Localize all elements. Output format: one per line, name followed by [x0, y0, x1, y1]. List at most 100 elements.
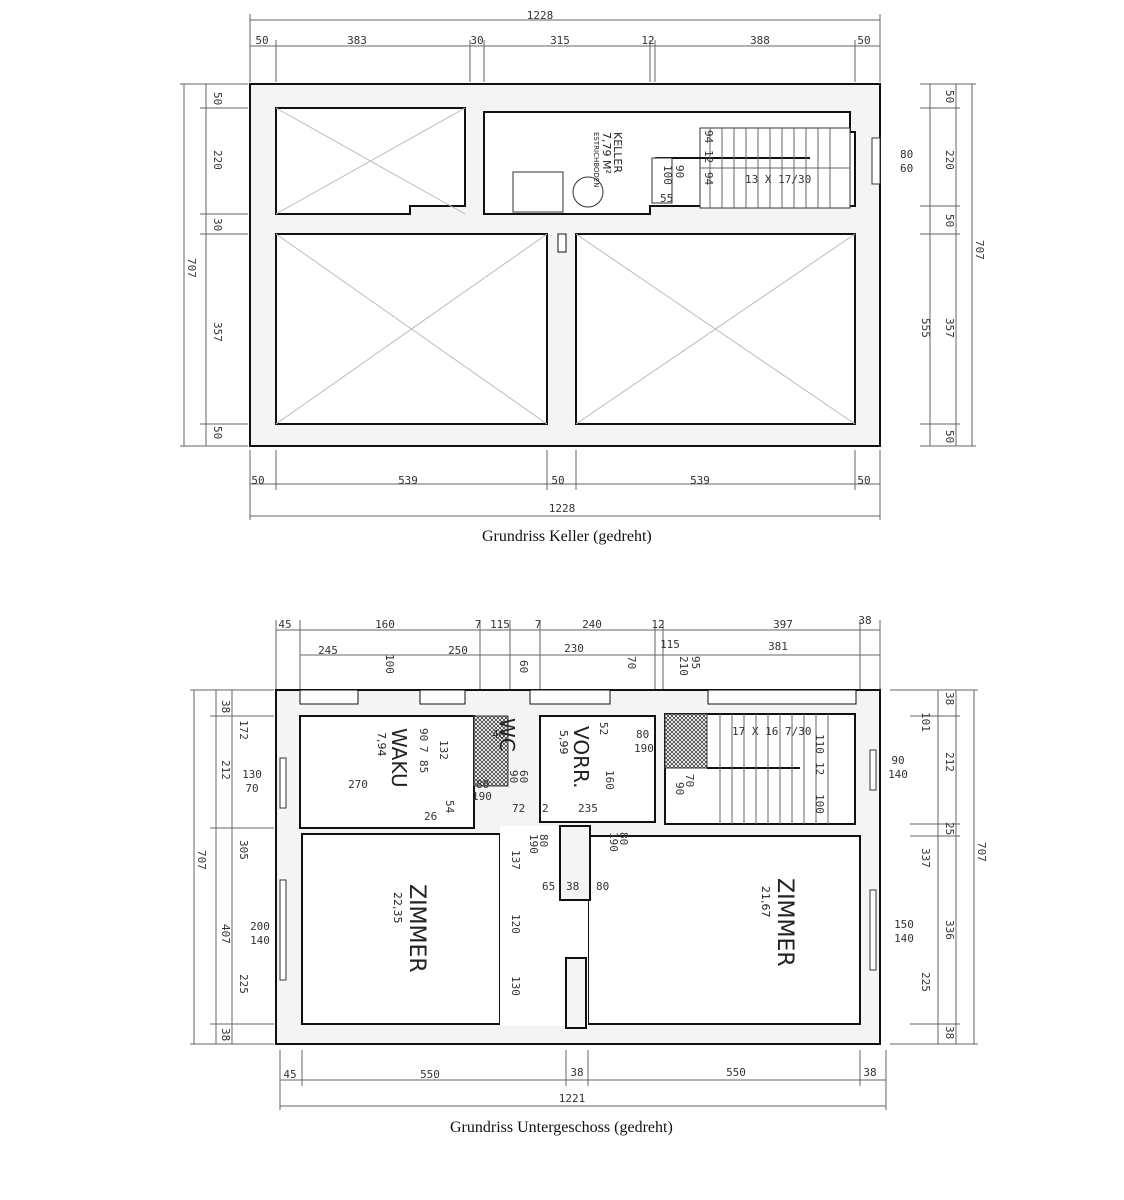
ug-waku-area: 7,94	[375, 732, 388, 757]
ug-bottom-dim: 550	[420, 1068, 440, 1081]
ug-corridor-dim: 65	[542, 880, 555, 893]
ug-corridor-dim: 80	[596, 880, 609, 893]
keller-room-note: ESTRICHBODEN	[592, 132, 600, 187]
keller-stair-dim: 94	[702, 172, 715, 186]
keller-right-total: 707	[973, 240, 986, 260]
ug-left-dim: 200	[250, 920, 270, 933]
keller-left-dim: 50	[211, 426, 224, 439]
ug-corridor-dim: 80	[537, 834, 550, 847]
ug-vorr-dim: 190	[634, 742, 654, 755]
ug-vorr-dim: 235	[578, 802, 598, 815]
ug-waku-name: WAKU	[387, 728, 411, 788]
ug-vorr-dim: 160	[603, 770, 616, 790]
ug-corridor-dim: 80	[617, 832, 630, 845]
ug-top-dim2: 100	[383, 654, 396, 674]
ug-stair: 17 X 16 7/30 110 12 100 70 90	[664, 713, 856, 825]
ug-zimmer-right-area: 21,67	[759, 886, 772, 918]
ug-wc-dim: 60	[517, 770, 530, 783]
keller-top-dim: 315	[550, 34, 570, 47]
ug-zimmer-left-name: ZIMMER	[404, 884, 429, 973]
ug-top-dim: 160	[375, 618, 395, 631]
ug-right-dim: 90	[891, 754, 904, 767]
ug-top-dim2: 95	[689, 656, 702, 669]
keller-stair-label: 13 X 17/30	[745, 173, 811, 186]
ug-corridor-dim: 120	[509, 914, 522, 934]
ug-right-dim: 140	[888, 768, 908, 781]
ug-right-dim: 101	[919, 712, 932, 732]
ug-top-dim: 397	[773, 618, 793, 631]
ug-waku-dim: 54	[443, 800, 456, 814]
ug-wc-dim: 90	[507, 770, 520, 783]
ug-vorr-area: 5,99	[557, 730, 570, 755]
keller-top-dim: 383	[347, 34, 367, 47]
ug-bottom-dim: 550	[726, 1066, 746, 1079]
ug-right-dim: 25	[943, 822, 956, 835]
ug-right-dim: 38	[943, 1026, 956, 1039]
ug-top-dim: 45	[278, 618, 291, 631]
keller-bottom-total: 1228	[549, 502, 576, 515]
ug-vorr-dim: 80	[636, 728, 649, 741]
ug-right-dim: 336	[943, 920, 956, 940]
ug-top-dim: 240	[582, 618, 602, 631]
keller-right-dim: 357	[943, 318, 956, 338]
ug-top-dim: 7	[535, 618, 542, 631]
keller-bottom-dim: 539	[690, 474, 710, 487]
keller-caption: Grundriss Keller (gedreht)	[482, 528, 652, 545]
ug-zimmer-left-area: 22,35	[391, 892, 404, 924]
keller-room-area: 7,79 M²	[600, 132, 613, 174]
ug-waku-dim: 80	[476, 778, 489, 791]
keller-window-dim: 80	[900, 148, 913, 161]
ug-left-dim: 70	[245, 782, 258, 795]
ug-waku-dim: 85	[417, 760, 430, 773]
ug-wc-dim: 40	[492, 728, 505, 741]
ug-waku-dim: 90	[417, 728, 430, 741]
ug-zimmer-left-label: ZIMMER 22,35	[391, 884, 429, 973]
ug-left-dim: 212	[219, 760, 232, 780]
keller-bottom-dim: 50	[551, 474, 564, 487]
ug-corridor-dim: 38	[566, 880, 579, 893]
ug-right-total: 707	[975, 842, 988, 862]
ug-left-total: 707	[195, 850, 208, 870]
ug-corridor-dim: 130	[509, 976, 522, 996]
ug-stair-dim: 100	[813, 794, 826, 814]
keller-stair-dim: 12	[702, 150, 715, 163]
ug-top-dim2: 245	[318, 644, 338, 657]
keller-bottom-dim: 50	[857, 474, 870, 487]
keller-left-total: 707	[185, 258, 198, 278]
ug-right-dim: 38	[943, 692, 956, 705]
ug-top-dim2: 115	[660, 638, 680, 651]
keller-plan: 1228 50 383 30 315 12 388 50	[180, 9, 986, 520]
ug-corridor-dim: 137	[509, 850, 522, 870]
ug-top-dim2: 250	[448, 644, 468, 657]
ug-plan: 45 160 7 115 7 240 12 397 38 245 100 250…	[190, 614, 988, 1110]
keller-stair: 13 X 17/30 94 12 94 90 100 55	[651, 127, 851, 209]
keller-bottom-dim: 539	[398, 474, 418, 487]
ug-top-dim: 7	[475, 618, 482, 631]
ug-vorr-dim: 52	[597, 722, 610, 735]
ug-vorr-dim: 72	[512, 802, 525, 815]
ug-top-dim: 12	[651, 618, 664, 631]
keller-top-dim: 388	[750, 34, 770, 47]
keller-left-dim: 220	[211, 150, 224, 170]
keller-stair-dim: 94	[702, 130, 715, 144]
ug-right-dim: 150	[894, 918, 914, 931]
keller-stair-dim: 55	[660, 192, 673, 205]
keller-left-dim: 50	[211, 92, 224, 105]
keller-top-dim: 30	[470, 34, 483, 47]
ug-top-dim: 115	[490, 618, 510, 631]
ug-bottom-dim: 45	[283, 1068, 296, 1081]
ug-zimmer-right-name: ZIMMER	[772, 878, 797, 967]
ug-waku-dim: 132	[437, 740, 450, 760]
keller-right-dim: 50	[943, 430, 956, 443]
keller-right-inner: 555	[919, 318, 932, 338]
ug-caption: Grundriss Untergeschoss (gedreht)	[450, 1119, 673, 1136]
ug-waku-label: WAKU 7,94	[375, 728, 411, 788]
keller-left-dim: 357	[211, 322, 224, 342]
ug-bottom-dim: 38	[570, 1066, 583, 1079]
ug-right-dim: 225	[919, 972, 932, 992]
ug-wc-label: WC	[495, 718, 519, 752]
ug-left-dim: 305	[237, 840, 250, 860]
ug-waku-dim: 190	[472, 790, 492, 803]
ug-vorr-label: VORR. 5,99	[557, 726, 593, 789]
ug-left-dim: 38	[219, 1028, 232, 1041]
